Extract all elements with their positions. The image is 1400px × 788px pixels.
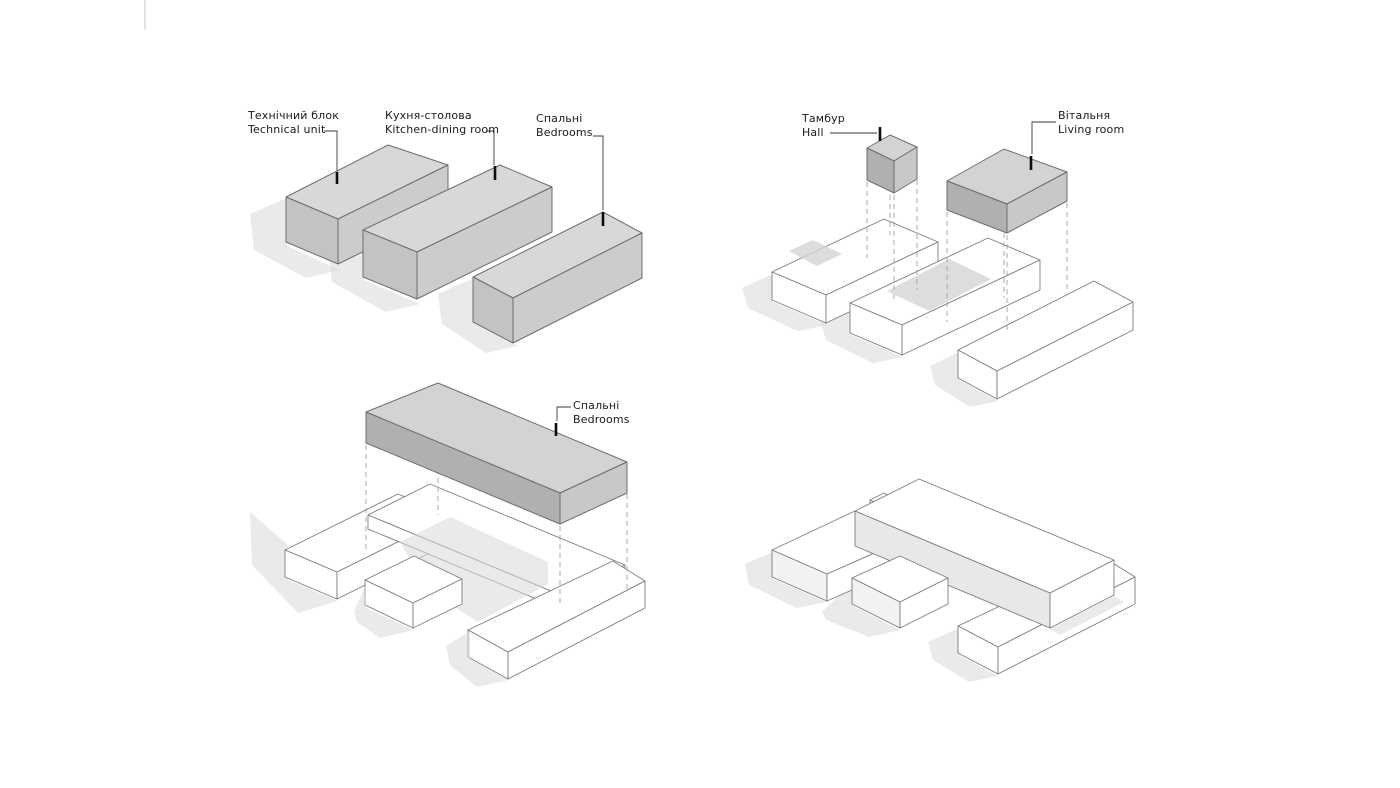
front-face — [507, 580, 646, 680]
bedrooms-bar-outline — [957, 280, 1134, 400]
end-face — [1049, 559, 1115, 629]
label-uk: Спальні — [573, 399, 620, 412]
hall-cube-outline — [364, 555, 463, 629]
label-en: Hall — [802, 126, 824, 139]
label-technical-unit: Технічний блок Technical unit — [248, 109, 339, 137]
shadow — [930, 352, 998, 407]
kitchen-dining-block — [362, 164, 553, 300]
label-en: Living room — [1058, 123, 1125, 136]
leader-bedrooms-slab — [556, 406, 571, 421]
shadow — [820, 305, 903, 363]
label-uk: Кухня-столова — [385, 109, 472, 122]
label-bedrooms-slab: Спальні Bedrooms — [573, 399, 630, 427]
label-uk: Спальні — [536, 112, 583, 125]
shadow — [250, 198, 340, 278]
shadow — [745, 552, 827, 608]
shadow — [822, 582, 900, 637]
front-face — [416, 186, 553, 300]
panel-exploded-bars — [250, 130, 643, 353]
label-en: Technical unit — [248, 123, 326, 136]
bedrooms-bar-block — [472, 211, 643, 344]
label-kitchen-dining: Кухня-столова Kitchen-dining room — [385, 109, 499, 137]
bedrooms-slab-assembled — [854, 478, 1115, 629]
living-room-block — [946, 148, 1068, 234]
hall-cube-assembled — [851, 555, 949, 629]
bedrooms-slab-block — [365, 382, 628, 525]
shadow — [446, 631, 508, 687]
label-uk: Вітальня — [1058, 109, 1111, 122]
leader-technical-unit — [324, 130, 338, 171]
hall-cube-block — [866, 134, 918, 194]
label-bedrooms-bar: Спальні Bedrooms — [536, 112, 593, 140]
label-uk: Тамбур — [802, 112, 845, 125]
label-hall: Тамбур Hall — [802, 112, 845, 140]
right-face — [1006, 171, 1068, 234]
end-face — [559, 461, 628, 525]
shadow — [354, 584, 413, 638]
panel-assembled — [745, 478, 1136, 682]
right-face — [899, 577, 949, 629]
projection-lines — [866, 168, 1068, 330]
label-uk: Технічний блок — [248, 109, 340, 122]
right-face — [412, 578, 463, 629]
cast-shadow-patch — [887, 259, 991, 311]
front-face — [901, 259, 1041, 356]
front-face — [996, 301, 1134, 400]
right-face — [893, 146, 918, 194]
label-en: Bedrooms — [536, 126, 593, 139]
shadow — [438, 278, 518, 353]
kitchen-dining-outline — [849, 237, 1041, 356]
panel-hall-living-drop — [742, 121, 1134, 407]
label-en: Bedrooms — [573, 413, 630, 426]
panel-bedrooms-lift — [250, 382, 646, 687]
label-en: Kitchen-dining room — [385, 123, 500, 136]
leader-living-room — [1031, 121, 1056, 154]
front-face — [512, 232, 643, 344]
overhang-shadow — [1050, 596, 1124, 635]
cast-shadow-patch — [789, 240, 842, 266]
shadow — [250, 512, 338, 613]
leader-bedrooms-bar — [593, 135, 604, 210]
label-living-room: Вітальня Living room — [1058, 109, 1124, 137]
leader-kitchen-dining — [486, 130, 495, 165]
shadow — [928, 628, 998, 682]
shadow — [742, 274, 827, 331]
